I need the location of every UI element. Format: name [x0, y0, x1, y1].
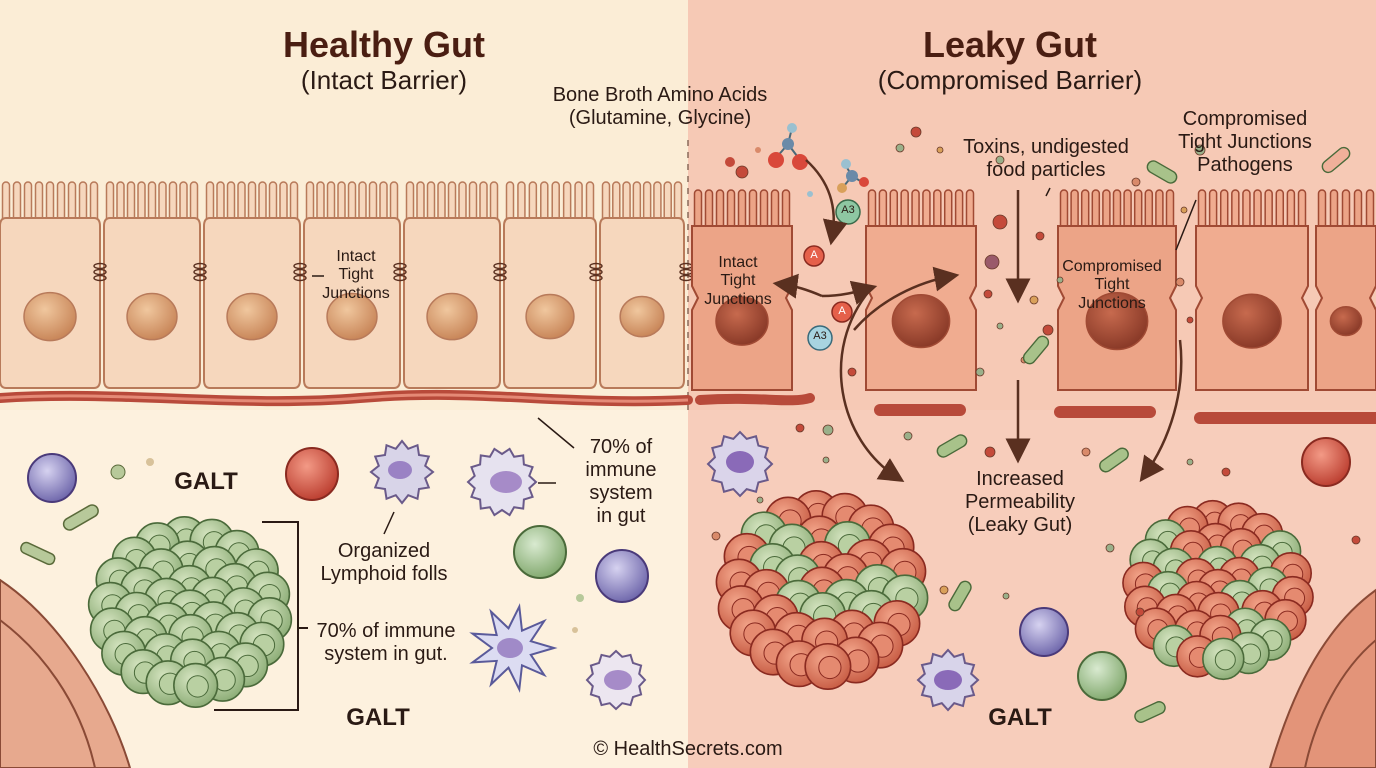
tj-line-3: Junctions [322, 284, 390, 302]
fol-line-2: Lymphoid folls [320, 563, 448, 585]
imb-line-1: 70% of immune [316, 620, 456, 642]
leaky-green-cell [1077, 651, 1127, 701]
compromised-top-label: Compromised Tight Junctions Pathogens [1160, 108, 1330, 177]
perm-line-3: (Leaky Gut) [967, 514, 1073, 536]
leaky-follicle-right [1122, 499, 1314, 681]
toxins-line-2: food particles [986, 159, 1106, 181]
leaky-subtitle: (Compromised Barrier) [877, 65, 1143, 95]
immune-label-right: 70% of immune system in gut [566, 436, 676, 528]
molecule-a-1 [803, 245, 825, 267]
amino-label: Bone Broth Amino Acids (Glutamine, Glyci… [520, 84, 800, 130]
intact-line-1: Intact [718, 254, 758, 271]
blue-lymphocyte [27, 453, 77, 503]
molecule-a3-top [835, 199, 861, 225]
tissue-bottom-left [0, 578, 132, 768]
healthy-title: Healthy Gut [282, 24, 486, 65]
ctj-line-2: Tight Junctions [1178, 131, 1312, 153]
dendritic-cell [469, 603, 558, 693]
tj-line-1: Intact [336, 248, 376, 265]
red-blood-cell [285, 447, 339, 501]
macrophage-1 [369, 439, 435, 505]
immune-bracket-label: 70% of immune system in gut. [306, 620, 466, 666]
ctj-line-3: Pathogens [1197, 154, 1293, 176]
molecule-a3-top-label: A3 [841, 204, 855, 216]
toxin-particles [711, 126, 1361, 723]
tj-line-2: Tight [338, 266, 374, 284]
healthy-epithelium [0, 181, 693, 389]
follicle-label: Organized Lymphoid folls [302, 540, 466, 586]
leaky-macrophage-1 [706, 430, 774, 498]
ccl-line-3: Junctions [1078, 294, 1146, 312]
molecule-a-2-label: A [838, 305, 846, 317]
molecule-a-1-label: A [810, 249, 818, 261]
galt-label-top: GALT [174, 468, 238, 495]
amino-label-line-1: Bone Broth Amino Acids [552, 84, 768, 106]
green-cell [513, 525, 567, 579]
permeability-label: Increased Permeability (Leaky Gut) [930, 468, 1110, 537]
molecule-a-2 [831, 301, 853, 323]
macrophage-2 [466, 447, 538, 517]
tissue-bottom-right [1268, 588, 1376, 768]
molecule-a3-bottom-label: A3 [813, 330, 827, 342]
macrophage-3 [585, 649, 647, 711]
ctj-line-1: Compromised [1182, 108, 1308, 130]
leaky-galt-label: GALT [988, 704, 1052, 731]
intact-line-2: Tight [720, 272, 756, 290]
copyright: © HealthSecrets.com [593, 738, 783, 760]
ccl-line-1: Compromised [1062, 258, 1162, 275]
blood-vessel-leaky [695, 393, 815, 406]
leaky-red-cell [1301, 437, 1351, 487]
follicle-bracket [214, 521, 299, 711]
compromised-cell-label: Compromised Tight Junctions [1050, 258, 1174, 313]
galt-label-bottom: GALT [346, 704, 410, 731]
leaky-epithelium [691, 189, 1376, 391]
toxins-line-1: Toxins, undigested [963, 136, 1129, 158]
intact-line-3: Junctions [704, 290, 772, 308]
imr-line-3: system [589, 482, 653, 504]
blue-cell-2 [595, 549, 649, 603]
leaky-follicle-left [715, 489, 929, 691]
healthy-subtitle: (Intact Barrier) [300, 65, 468, 95]
leaky-macrophage-2 [916, 648, 980, 712]
leaky-title: Leaky Gut [922, 24, 1098, 65]
molecule-a3-bottom [807, 325, 833, 351]
ccl-line-2: Tight [1094, 276, 1130, 294]
imr-line-4: in gut [596, 505, 646, 527]
amino-acid-molecules [725, 123, 869, 197]
healthy-tight-junctions-label: Intact Tight Junctions [306, 248, 406, 303]
fol-line-1: Organized [337, 540, 431, 562]
arrows [772, 159, 1183, 483]
perm-line-1: Increased [976, 468, 1064, 490]
perm-line-2: Permeability [964, 491, 1076, 513]
amino-label-line-2: (Glutamine, Glycine) [568, 107, 752, 129]
leaky-purple-cell [1019, 607, 1069, 657]
imr-line-2: immune [585, 459, 657, 481]
center-intact-label: Intact Tight Junctions [690, 254, 786, 309]
imb-line-2: system in gut. [324, 643, 448, 665]
toxins-label: Toxins, undigested food particles [936, 136, 1156, 182]
imr-line-1: 70% of [589, 436, 653, 458]
healthy-lymphoid-follicle [87, 515, 293, 709]
